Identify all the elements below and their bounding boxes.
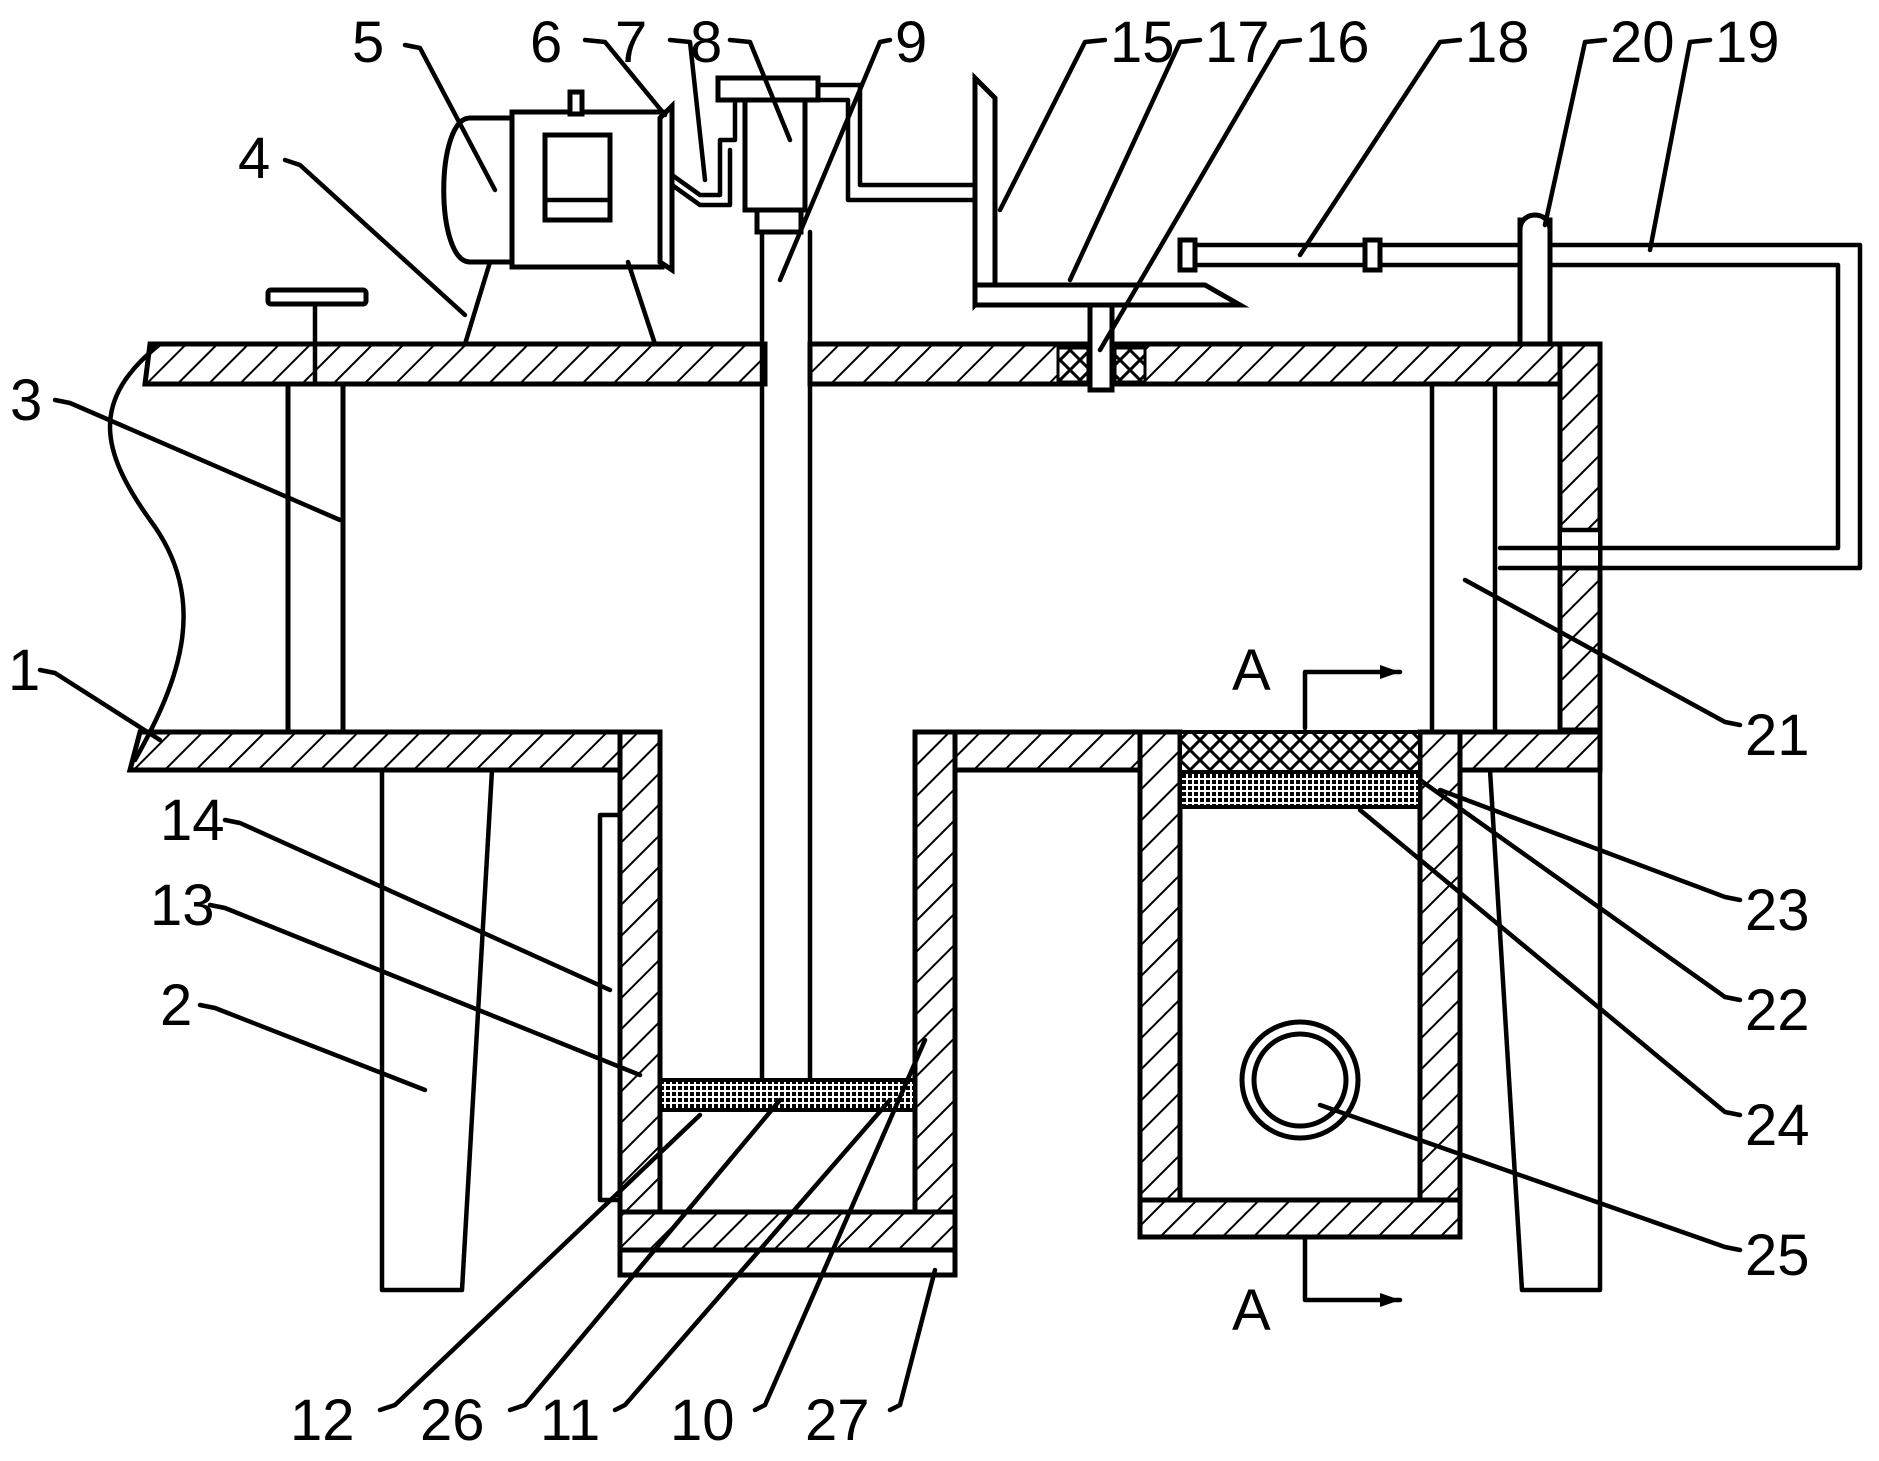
label-15: 15 — [1110, 10, 1175, 75]
left-container — [597, 729, 958, 1278]
label-16: 16 — [1305, 10, 1370, 75]
label-27: 27 — [805, 1388, 870, 1453]
support-legs — [379, 767, 1603, 1293]
right-partition — [1429, 381, 1498, 735]
label-4: 4 — [238, 126, 270, 191]
label-13: 13 — [150, 873, 215, 938]
section-mark-top: A — [1232, 638, 1271, 703]
label-7: 7 — [615, 10, 647, 75]
main-housing — [107, 341, 1603, 773]
label-2: 2 — [160, 973, 192, 1038]
section-mark-bottom: A — [1232, 1278, 1271, 1343]
left-rod — [265, 287, 369, 735]
label-11: 11 — [540, 1388, 600, 1453]
leader-lines — [37, 37, 1743, 1413]
label-26: 26 — [420, 1388, 485, 1453]
label-1: 1 — [8, 638, 40, 703]
label-23: 23 — [1745, 878, 1810, 943]
label-8: 8 — [690, 10, 722, 75]
label-14: 14 — [160, 788, 225, 853]
motor — [441, 89, 748, 347]
pipe-system — [1177, 212, 1863, 571]
label-18: 18 — [1465, 10, 1530, 75]
label-25: 25 — [1745, 1223, 1810, 1288]
label-5: 5 — [352, 10, 384, 75]
label-20: 20 — [1610, 10, 1675, 75]
label-6: 6 — [530, 10, 562, 75]
right-container — [1137, 729, 1463, 1240]
label-19: 19 — [1715, 10, 1780, 75]
part-labels: 5 4 6 7 8 9 15 17 16 18 20 19 3 1 14 13 … — [8, 10, 1810, 1453]
section-marks: A A — [1232, 638, 1403, 1343]
bracket-plate — [972, 71, 1250, 393]
label-12: 12 — [290, 1388, 355, 1453]
label-17: 17 — [1205, 10, 1270, 75]
drive-shaft — [715, 75, 978, 1083]
label-3: 3 — [10, 368, 42, 433]
label-10: 10 — [670, 1388, 735, 1453]
label-24: 24 — [1745, 1093, 1810, 1158]
label-22: 22 — [1745, 978, 1810, 1043]
label-9: 9 — [895, 10, 927, 75]
label-21: 21 — [1745, 703, 1810, 768]
